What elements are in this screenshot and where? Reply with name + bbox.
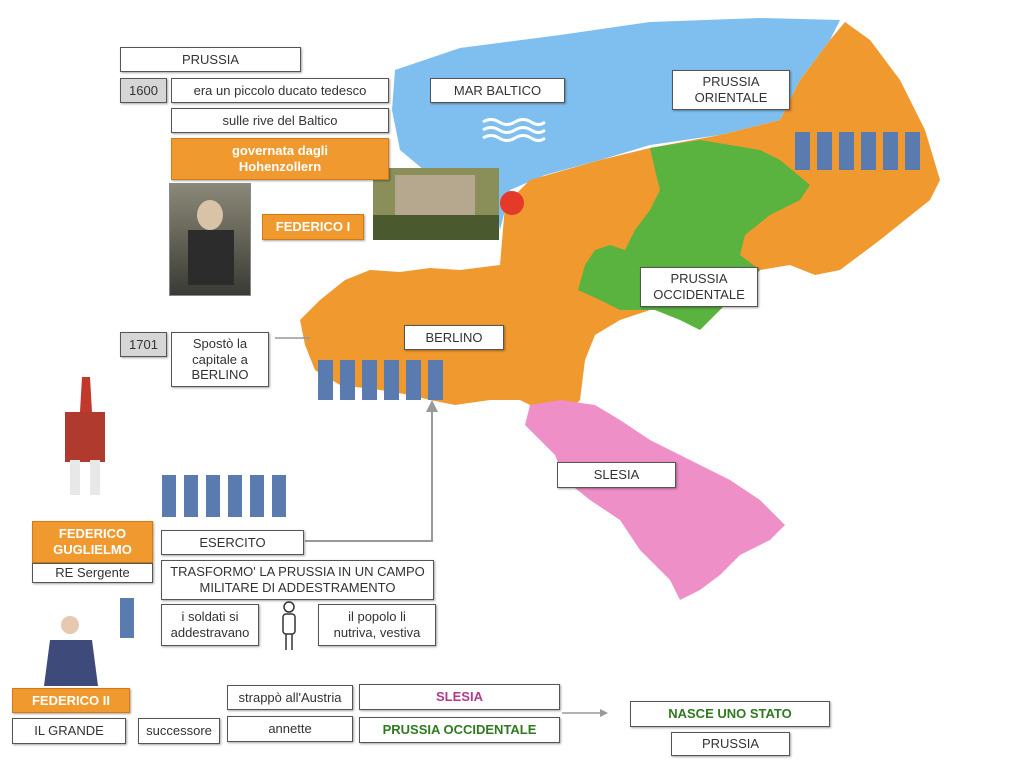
- grenadier-figure: [65, 377, 105, 495]
- prussia-bottom-box: PRUSSIA: [671, 732, 790, 756]
- arrow-head: [426, 400, 438, 412]
- popolo-box: il popolo li nutriva, vestiva: [318, 604, 436, 646]
- waves-icon: [482, 118, 546, 142]
- federico-ii-box: FEDERICO II: [12, 688, 130, 713]
- annette-box: annette: [227, 716, 353, 742]
- re-sergente-box: RE Sergente: [32, 563, 153, 583]
- soldiers-army: [162, 475, 286, 517]
- strappo-box: strappò all'Austria: [227, 685, 353, 710]
- federico-guglielmo-box: FEDERICO GUGLIELMO: [32, 521, 153, 563]
- hohenzollern-box: governata dagli Hohenzollern: [171, 138, 389, 180]
- soldiers-east: [795, 132, 920, 170]
- federico-ii-figure: [44, 616, 98, 686]
- prussia-occidentale-territory: [578, 140, 810, 330]
- prussia-occidentale-label: PRUSSIA OCCIDENTALE: [640, 267, 758, 307]
- berlino-label: BERLINO: [404, 325, 504, 350]
- year-1701-box: 1701: [120, 332, 167, 357]
- mar-baltico-label: MAR BALTICO: [430, 78, 565, 103]
- slesia-bottom-box: SLESIA: [359, 684, 560, 710]
- sposto-box: Spostò la capitale a BERLINO: [171, 332, 269, 387]
- prussia-title-box: PRUSSIA: [120, 47, 301, 72]
- slesia-map-label: SLESIA: [557, 462, 676, 488]
- castle-image: [373, 168, 499, 240]
- person-icon: [282, 601, 296, 650]
- year-1600-box: 1600: [120, 78, 167, 103]
- nasce-stato-box: NASCE UNO STATO: [630, 701, 830, 727]
- soldati-box: i soldati si addestravano: [161, 604, 259, 646]
- slesia-territory: [525, 400, 785, 600]
- prussia-territory: [300, 22, 940, 410]
- successore-box: successore: [138, 718, 220, 744]
- location-marker-icon: [500, 191, 524, 215]
- prussia-orientale-label: PRUSSIA ORIENTALE: [672, 70, 790, 110]
- il-grande-box: IL GRANDE: [12, 718, 126, 744]
- soldiers-berlin: [318, 360, 443, 400]
- esercito-box: ESERCITO: [161, 530, 304, 555]
- soldier-single: [120, 598, 134, 638]
- prussia-occidentale-bottom-box: PRUSSIA OCCIDENTALE: [359, 717, 560, 743]
- federico-i-box: FEDERICO I: [262, 214, 364, 240]
- arrow-icon: [305, 410, 433, 542]
- trasformo-box: TRASFORMO' LA PRUSSIA IN UN CAMPO MILITA…: [161, 560, 434, 600]
- portrait-federico-i: [169, 183, 251, 296]
- rive-box: sulle rive del Baltico: [171, 108, 389, 133]
- ducato-box: era un piccolo ducato tedesco: [171, 78, 389, 103]
